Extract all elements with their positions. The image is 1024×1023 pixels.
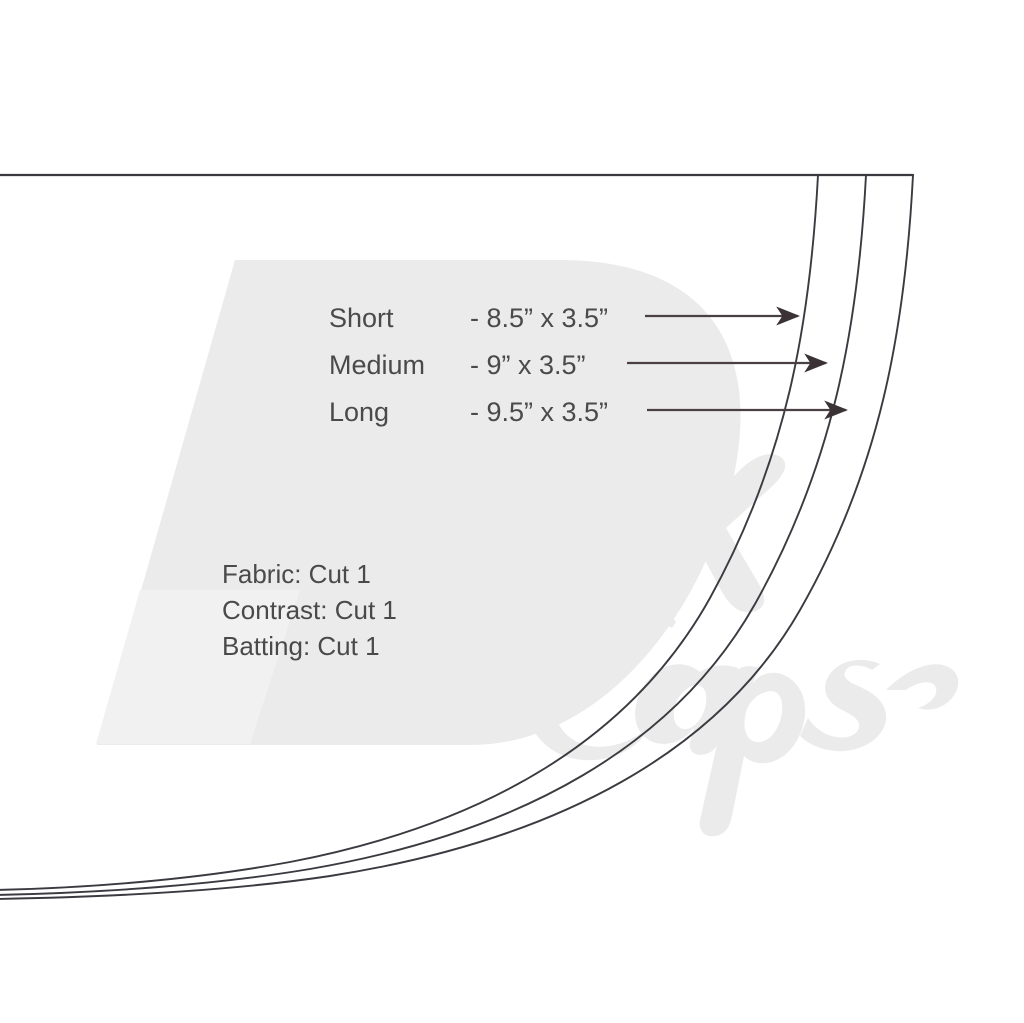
size-dimensions-medium: - 9” x 3.5” <box>470 350 586 380</box>
cut-instruction-contrast: Contrast: Cut 1 <box>222 595 397 625</box>
watermark-script-k <box>608 454 786 614</box>
size-label-short: Short <box>329 303 394 333</box>
cut-instruction-batting: Batting: Cut 1 <box>222 631 380 661</box>
cut-instruction-fabric: Fabric: Cut 1 <box>222 559 371 589</box>
watermark-script-caps <box>524 599 959 837</box>
long-curve <box>0 174 914 900</box>
size-label-long: Long <box>329 397 390 427</box>
watermark-letter-b <box>348 370 659 675</box>
cut-instructions-block: Fabric: Cut 1 Contrast: Cut 1 Batting: C… <box>222 556 397 664</box>
size-dimensions-long: - 9.5” x 3.5” <box>470 397 609 427</box>
medium-curve <box>0 174 867 896</box>
short-curve <box>0 174 819 891</box>
size-label-medium: Medium <box>329 350 426 380</box>
size-dimensions-short: - 8.5” x 3.5” <box>470 303 609 333</box>
